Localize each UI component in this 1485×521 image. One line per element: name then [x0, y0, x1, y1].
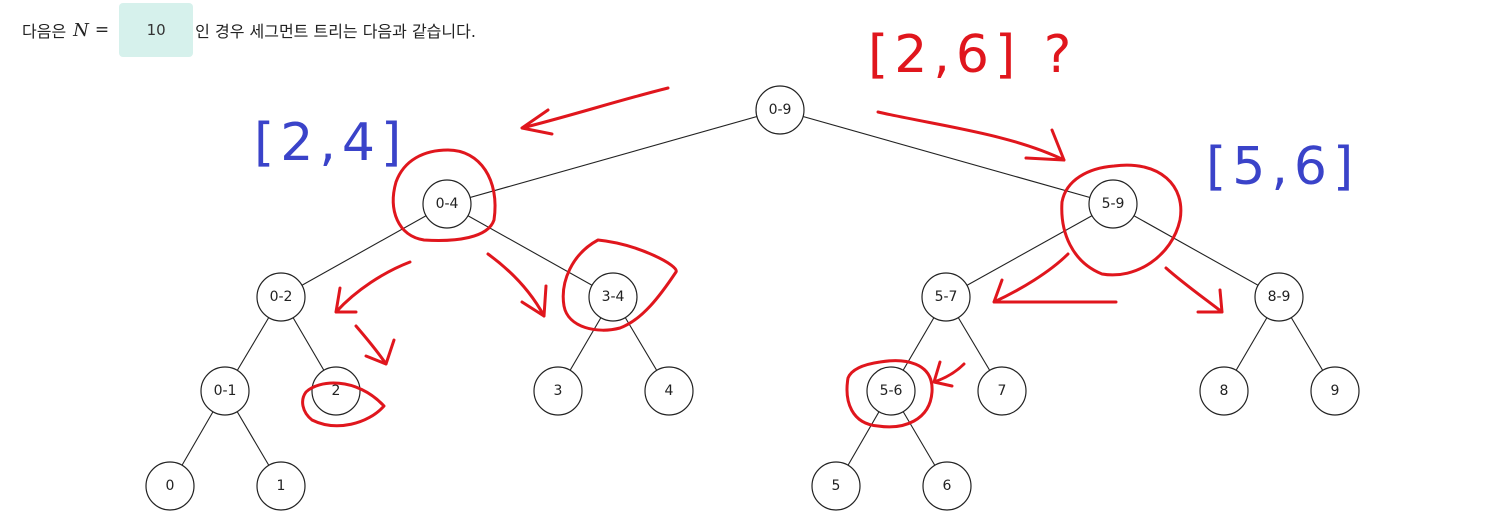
tree-node: 0-1: [200, 366, 250, 416]
equals-sign: =: [94, 20, 110, 40]
tree-node: 9: [1310, 366, 1360, 416]
arrow-to-3-4: [486, 252, 548, 318]
circle-node-5-9: [1060, 163, 1183, 277]
tree-node: 5-6: [866, 366, 916, 416]
node-label: 1: [277, 478, 286, 494]
node-label: 0-4: [436, 196, 459, 212]
node-circle: [644, 366, 694, 416]
node-label: 3-4: [602, 289, 625, 305]
node-circle: [200, 366, 250, 416]
node-circle: [921, 272, 971, 322]
node-label: 8: [1220, 383, 1229, 399]
sentence-prefix: 다음은: [22, 22, 67, 41]
node-circle: [1088, 179, 1138, 229]
label-query-2-6: [2,6] ?: [868, 25, 1077, 85]
node-circle: [1310, 366, 1360, 416]
tree-node: 5: [811, 461, 861, 511]
node-label: 5: [832, 478, 841, 494]
node-label: 5-9: [1102, 196, 1125, 212]
node-label: 0-2: [270, 289, 293, 305]
node-circle: [145, 461, 195, 511]
tree-node: 5-9: [1088, 179, 1138, 229]
node-circle: [1254, 272, 1304, 322]
node-label: 9: [1331, 383, 1340, 399]
arrow-root-to-left: [520, 86, 670, 136]
tree-node: 0-9: [755, 85, 805, 135]
sentence-suffix: 인 경우 세그먼트 트리는 다음과 같습니다.: [195, 22, 476, 41]
node-circle: [755, 85, 805, 135]
tree-node: 0-2: [256, 272, 306, 322]
circle-node-3-4: [561, 238, 678, 332]
tree-node: 8: [1199, 366, 1249, 416]
node-label: 0-9: [769, 102, 792, 118]
node-circle: [811, 461, 861, 511]
tree-node: 0: [145, 461, 195, 511]
arrow-root-to-right: [876, 110, 1066, 162]
node-circle: [256, 461, 306, 511]
node-label: 3: [554, 383, 563, 399]
edge-0-4-to-0-2: [280, 203, 448, 298]
node-label: 2: [332, 383, 341, 399]
edge-0-9-to-5-9: [779, 109, 1114, 205]
tree-node: 1: [256, 461, 306, 511]
node-label: 0: [166, 478, 175, 494]
arrow-to-8-9: [1164, 266, 1224, 314]
label-range-2-4: [2,4]: [254, 113, 407, 173]
edge-0-4-to-3-4: [446, 203, 614, 298]
circle-node-0-4: [391, 148, 497, 242]
node-circle: [311, 366, 361, 416]
arrow-to-5-7: [992, 252, 1118, 304]
edge-5-9-to-8-9: [1112, 203, 1280, 298]
tree-node: 3-4: [588, 272, 638, 322]
node-label: 4: [665, 383, 674, 399]
tree-node: 8-9: [1254, 272, 1304, 322]
label-range-5-6: [5,6]: [1206, 137, 1359, 197]
tree-node: 3: [533, 366, 583, 416]
node-circle: [422, 179, 472, 229]
node-circle: [1199, 366, 1249, 416]
tree-node: 0-4: [422, 179, 472, 229]
node-circle: [256, 272, 306, 322]
n-value-box: 10: [119, 3, 194, 57]
arrow-to-5-6: [932, 360, 966, 388]
node-label: 0-1: [214, 383, 237, 399]
node-label: 5-6: [880, 383, 903, 399]
node-label: 6: [943, 478, 952, 494]
circle-node-5-6: [845, 359, 934, 429]
node-circle: [866, 366, 916, 416]
tree-node: 5-7: [921, 272, 971, 322]
tree-node: 4: [644, 366, 694, 416]
tree-node: 2: [311, 366, 361, 416]
arrow-to-0-2: [334, 260, 412, 314]
tree-node: 6: [922, 461, 972, 511]
arrow-to-node-2: [354, 324, 396, 366]
edge-5-9-to-5-7: [945, 203, 1114, 298]
node-label: 7: [998, 383, 1007, 399]
edge-0-9-to-0-4: [446, 109, 781, 205]
tree-node: 7: [977, 366, 1027, 416]
node-circle: [533, 366, 583, 416]
node-label: 8-9: [1268, 289, 1291, 305]
circle-node-2: [301, 381, 386, 428]
node-circle: [977, 366, 1027, 416]
variable-n: N: [73, 19, 89, 41]
intro-sentence: 다음은 N = 10 인 경우 세그먼트 트리는 다음과 같습니다.: [22, 3, 476, 57]
tree-nodes: 0-9 0-4 5-9 0-2 3-4 5-7 8-9 0-1 2 3 4 5-6 7 8 9 0 1 5 6: [145, 85, 1360, 511]
node-label: 5-7: [935, 289, 958, 305]
node-circle: [588, 272, 638, 322]
handwritten-annotations: [2,6] ? [2,4] [5,6]: [254, 25, 1359, 429]
node-circle: [922, 461, 972, 511]
